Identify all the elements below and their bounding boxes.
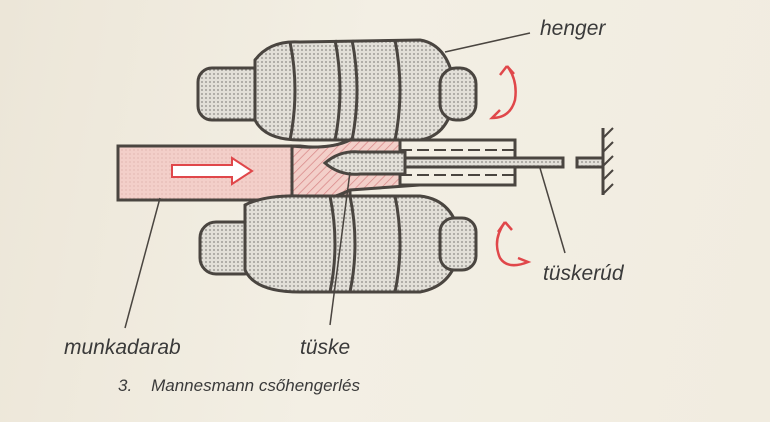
label-tuskerud: tüskerúd [543,262,624,285]
leader-lines [124,32,566,329]
bottom-roll [198,194,478,294]
mandrel [322,150,407,176]
top-roll [196,38,478,142]
mandrel-rod [403,156,565,169]
figure-caption: 3. Mannesmann csőhengerlés [118,376,360,396]
label-munkadarab: munkadarab [64,336,181,359]
label-tuske: tüske [300,336,351,359]
rotation-arrow-bottom-icon [495,221,532,267]
label-henger: henger [540,17,606,40]
feed-direction-arrow-icon [171,156,254,186]
caption-number: 3. [118,376,133,395]
rotation-arrow-top-icon [488,65,517,120]
caption-text: Mannesmann csőhengerlés [151,376,360,395]
